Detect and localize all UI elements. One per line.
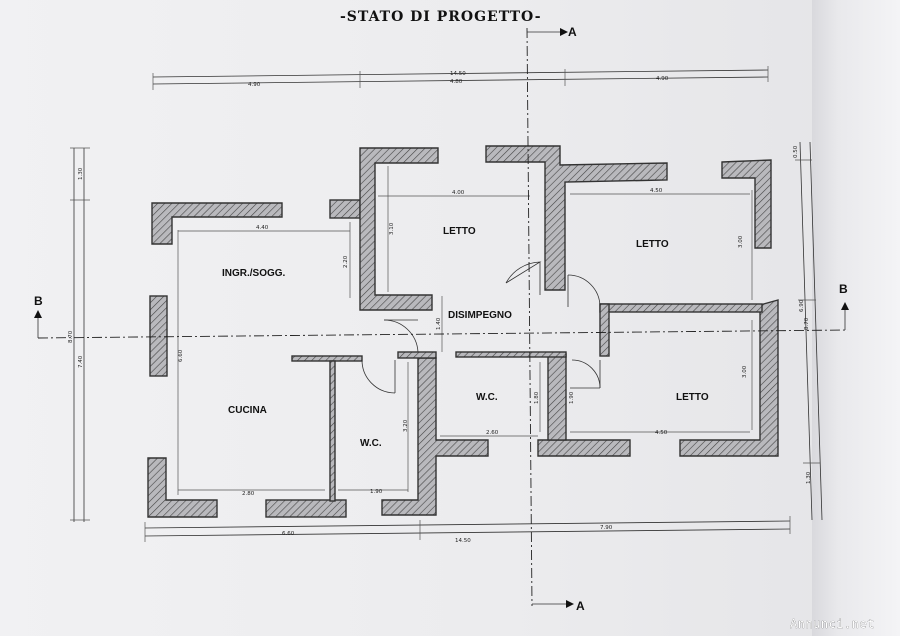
watermark: Annunci.net [790, 617, 875, 631]
section-label-a-top: A [568, 25, 577, 39]
wall-top-right [721, 159, 772, 249]
dim-right-bottom: 1.30 [806, 471, 812, 484]
room-label-wc-2: W.C. [476, 392, 498, 403]
wall-letto3-right [679, 299, 779, 457]
section-line-a [526, 27, 533, 607]
dim-top-total: 14.50 [450, 71, 466, 77]
dim-letto2-height: 3.00 [738, 235, 744, 248]
wall-ingresso-top [151, 202, 283, 245]
paper-edge [812, 0, 900, 636]
dim-left-upper: 1.30 [78, 167, 84, 180]
wall-wc-top [291, 355, 363, 362]
wall-cucina-bottom [265, 499, 347, 518]
dim-bottom-right: 7.90 [600, 525, 613, 531]
dim-letto1-width: 4.00 [452, 190, 465, 196]
wall-wc2-partition [547, 353, 567, 441]
dim-bottom-total: 14.50 [455, 538, 471, 544]
dim-left-total: 8.70 [68, 330, 74, 343]
dim-cucina-width: 2.80 [242, 491, 255, 497]
wall-wc-divider [329, 360, 336, 502]
section-label-a-bottom: A [576, 599, 585, 613]
dimension-lines [70, 66, 823, 542]
exterior-walls [147, 145, 779, 518]
dim-right-mid: 6.90 [799, 299, 805, 312]
dim-letto2-width: 4.50 [650, 188, 663, 194]
wall-partition-letto [599, 303, 763, 313]
section-label-b-left: B [34, 294, 43, 308]
dim-letto3-width: 4.50 [655, 430, 668, 436]
dim-disimpegno-height: 1.40 [436, 317, 442, 330]
dim-right-total: 8.70 [804, 317, 810, 330]
dim-ingresso-width: 4.40 [256, 225, 269, 231]
wall-wc-top-right [397, 351, 437, 359]
room-label-ingresso: INGR./SOGG. [222, 268, 286, 279]
section-axes [34, 27, 849, 608]
dim-ingresso-height: 2.20 [343, 255, 349, 268]
wall-letto1 [359, 147, 439, 311]
room-label-disimpegno: DISIMPEGNO [448, 310, 512, 321]
room-label-wc-1: W.C. [360, 438, 382, 449]
section-label-b-right: B [839, 282, 848, 296]
wall-ingresso-top-right [329, 199, 361, 219]
room-label-letto-2: LETTO [636, 239, 669, 250]
dim-cucina-height: 6.60 [178, 349, 184, 362]
dim-left-lower: 7.40 [78, 355, 84, 368]
dim-top-mid: 4.80 [450, 79, 463, 85]
room-label-letto-3: LETTO [676, 392, 709, 403]
dim-wc2-width: 2.60 [486, 430, 499, 436]
door-swings [361, 261, 601, 394]
dim-top-left: 4.90 [248, 82, 261, 88]
room-label-cucina: CUCINA [228, 405, 267, 416]
section-line-b [37, 329, 849, 339]
dim-top-right: 4.90 [656, 76, 669, 82]
wall-left-pier [149, 295, 168, 377]
dim-bottom-left: 6.60 [282, 531, 295, 537]
dim-wc-width: 1.90 [370, 489, 383, 495]
dim-letto3-height: 3.00 [742, 365, 748, 378]
wall-wc-right [381, 357, 489, 516]
wall-partition-vertical [599, 303, 610, 357]
drawing-title: -STATO DI PROGETTO- [340, 9, 542, 25]
wall-disimpegno-bottom [455, 351, 567, 358]
wall-wc2-bottom [537, 439, 631, 457]
room-label-letto-1: LETTO [443, 226, 476, 237]
dim-letto1-height: 3.10 [389, 222, 395, 235]
dim-wc2-height-b: 1.90 [569, 391, 575, 404]
wall-cucina-corner [147, 457, 218, 518]
wall-top-middle [485, 145, 668, 291]
dim-wc2-height: 1.80 [534, 391, 540, 404]
dim-wc-height: 3.20 [403, 419, 409, 432]
dim-right-top: 0.50 [793, 145, 799, 158]
